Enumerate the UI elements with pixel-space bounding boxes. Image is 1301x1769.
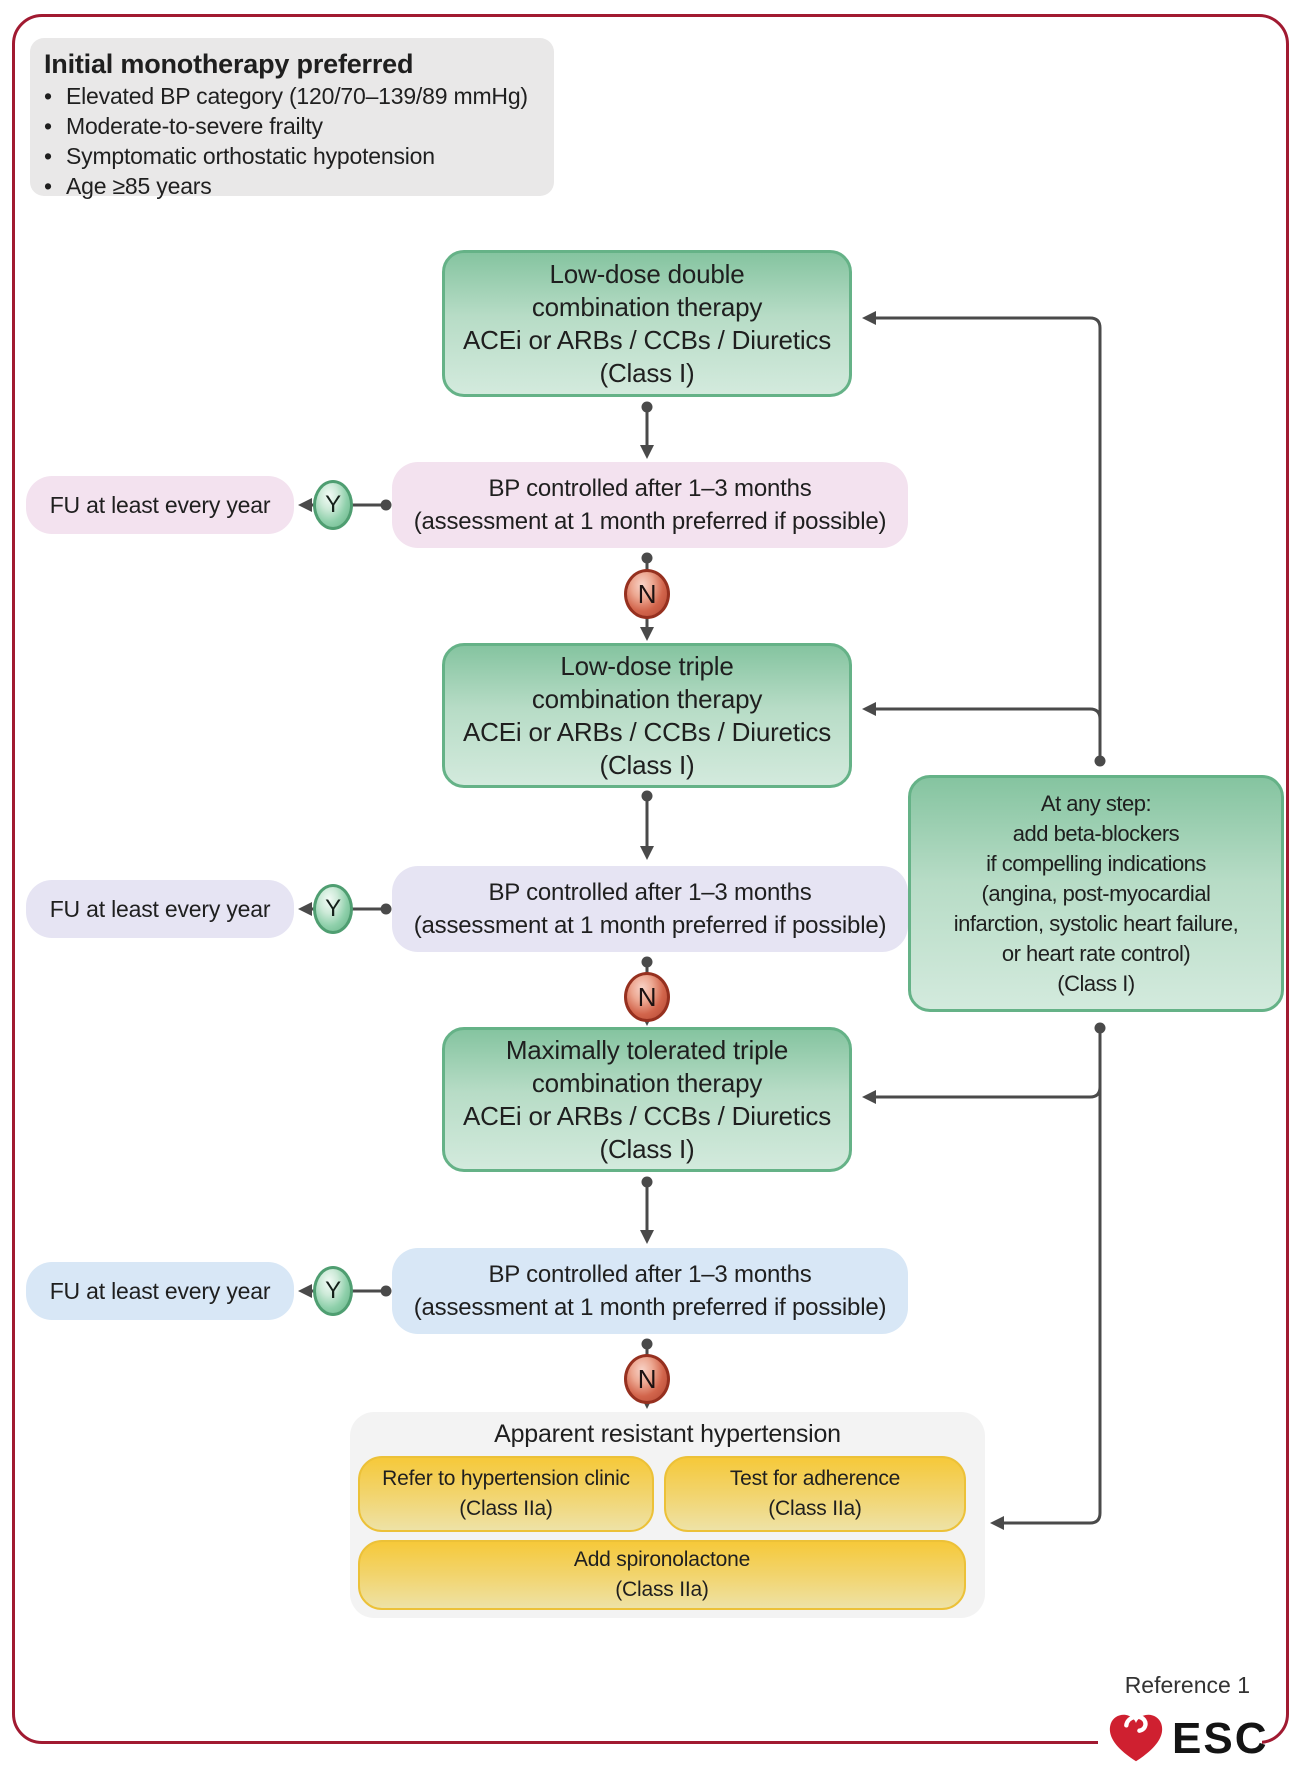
fu-2-box: FU at least every year xyxy=(26,880,294,938)
bullet-icon: • xyxy=(44,173,52,199)
step3-max-triple-therapy-box: Maximally tolerated triple combination t… xyxy=(442,1027,852,1172)
yes-badge-2: Y xyxy=(313,884,353,934)
yes-letter: Y xyxy=(325,491,341,518)
reference-label: Reference 1 xyxy=(1124,1672,1250,1698)
bullet-text: Age ≥85 years xyxy=(66,173,212,199)
bullet-icon: • xyxy=(44,143,52,169)
refer-clinic-box: Refer to hypertension clinic (Class IIa) xyxy=(358,1456,654,1532)
yes-letter: Y xyxy=(325,1277,341,1304)
note-bullet-2: • Moderate-to-severe frailty xyxy=(44,111,546,141)
beta-blockers-side-note-box: At any step: add beta-blockers if compel… xyxy=(908,775,1284,1012)
bullet-text: Elevated BP category (120/70–139/89 mmHg… xyxy=(66,83,528,109)
test-adherence-box: Test for adherence (Class IIa) xyxy=(664,1456,966,1532)
step2-triple-therapy-box: Low-dose triple combination therapy ACEi… xyxy=(442,643,852,788)
resistant-hypertension-title: Apparent resistant hypertension xyxy=(494,1420,841,1448)
fu-3-box: FU at least every year xyxy=(26,1262,294,1320)
no-badge-2: N xyxy=(624,972,670,1022)
bp-check-2-box: BP controlled after 1–3 months (assessme… xyxy=(392,866,908,952)
note-bullet-3: • Symptomatic orthostatic hypotension xyxy=(44,141,546,171)
bp-check-3-box: BP controlled after 1–3 months (assessme… xyxy=(392,1248,908,1334)
note-title: Initial monotherapy preferred xyxy=(44,49,414,79)
bullet-text: Symptomatic orthostatic hypotension xyxy=(66,143,435,169)
yes-letter: Y xyxy=(325,895,341,922)
esc-heart-icon xyxy=(1109,1714,1163,1762)
no-letter: N xyxy=(637,1363,657,1394)
no-badge-3: N xyxy=(624,1354,670,1404)
note-bullet-4: • Age ≥85 years xyxy=(44,171,546,201)
note-bullet-1: • Elevated BP category (120/70–139/89 mm… xyxy=(44,81,546,111)
add-spironolactone-box: Add spironolactone (Class IIa) xyxy=(358,1540,966,1610)
fu-1-box: FU at least every year xyxy=(26,476,294,534)
yes-badge-3: Y xyxy=(313,1266,353,1316)
bullet-icon: • xyxy=(44,113,52,139)
bp-check-1-box: BP controlled after 1–3 months (assessme… xyxy=(392,462,908,548)
esc-logo-text: ESC xyxy=(1172,1714,1269,1763)
no-letter: N xyxy=(637,578,657,609)
yes-badge-1: Y xyxy=(313,480,353,530)
bullet-icon: • xyxy=(44,83,52,109)
no-badge-1: N xyxy=(624,569,670,619)
bullet-text: Moderate-to-severe frailty xyxy=(66,113,323,139)
figure-border xyxy=(12,14,1289,1744)
no-letter: N xyxy=(637,981,657,1012)
step1-double-therapy-box: Low-dose double combination therapy ACEi… xyxy=(442,250,852,397)
initial-monotherapy-note: Initial monotherapy preferred • Elevated… xyxy=(30,38,554,199)
